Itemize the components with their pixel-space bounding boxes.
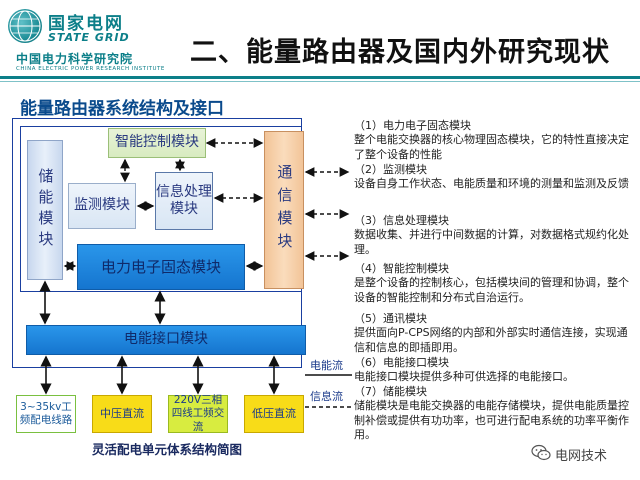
org-name-en: STATE GRID — [48, 31, 130, 44]
description-body: 储能模块是电能交换器的电能存储模块，提供电能质量控制补偿或提供有功功率，也可进行… — [354, 399, 629, 441]
institute-name-en: CHINA ELECTRIC POWER RESEARCH INSTITUTE — [16, 66, 165, 72]
lv-dc-output: 低压直流 — [244, 395, 304, 433]
description-heading: （5）通讯模块 — [354, 312, 427, 325]
description-heading: （3）信息处理模块 — [354, 214, 449, 227]
description-heading: （7）储能模块 — [354, 385, 427, 398]
slide-title: 二、能量路由器及国内外研究现状 — [190, 37, 610, 68]
description-heading: （4）智能控制模块 — [354, 262, 449, 275]
description-item: （5）通讯模块 提供面向P-CPS网络的内部和外部实时通信连接，实现通信和信息的… — [354, 312, 636, 355]
description-item: （6）电能接口模块 电能接口模块提供多种可供选择的电能接口。 — [354, 356, 636, 385]
power-interface-module: 电能接口模块 — [26, 325, 306, 355]
description-item: （1）电力电子固态模块 整个电能交换器的核心物理固态模块，它的特性直接决定了整个… — [354, 119, 636, 162]
globe-icon — [9, 10, 41, 42]
description-heading: （1）电力电子固态模块 — [354, 119, 471, 132]
description-body: 是整个设备的控制核心，包括模块间的管理和协调，整个设备的智能控制和分布式自治运行… — [354, 276, 629, 304]
header-divider-thin — [0, 81, 640, 82]
description-body: 电能接口模块提供多种可供选择的电能接口。 — [354, 370, 574, 384]
description-body: 提供面向P-CPS网络的内部和外部实时通信连接，实现通信和信息的即插即用。 — [354, 326, 628, 354]
lv-ac-output: 220V三相四线工频交流 — [168, 394, 228, 433]
description-heading: （2）监测模块 — [354, 163, 427, 176]
communication-module: 通信模块 — [264, 131, 304, 289]
description-item: （3）信息处理模块 数据收集、并进行中间数据的计算，对数据格式规约化处理。 — [354, 214, 636, 257]
storage-module: 储能模块 — [27, 140, 63, 280]
description-body: 设备自身工作状态、电能质量和环境的测量和监测及反馈 — [354, 177, 629, 191]
description-body: 整个电能交换器的核心物理固态模块，它的特性直接决定了整个设备的性能 — [354, 133, 629, 161]
mv-dc-output: 中压直流 — [92, 395, 152, 433]
info-processing-module: 信息处理模块 — [155, 172, 213, 230]
monitor-module: 监测模块 — [68, 183, 136, 229]
description-item: （7）储能模块 储能模块是电能交换器的电能存储模块，提供电能质量控制补偿或提供有… — [354, 385, 636, 442]
power-electronics-module: 电力电子固态模块 — [77, 244, 245, 290]
org-name-cn: 国家电网 — [48, 14, 124, 34]
header-divider — [0, 76, 640, 79]
diagram-caption: 灵活配电单元体系结构简图 — [92, 442, 243, 457]
distribution-line-output: 3~35kv工频配电线路 — [16, 395, 76, 433]
smart-control-module: 智能控制模块 — [108, 128, 206, 158]
description-item: （2）监测模块 设备自身工作状态、电能质量和环境的测量和监测及反馈 — [354, 163, 636, 192]
description-body: 数据收集、并进行中间数据的计算，对数据格式规约化处理。 — [354, 228, 629, 256]
wechat-icon — [531, 444, 551, 461]
institute-name-cn: 中国电力科学研究院 — [16, 52, 134, 66]
section-title: 能量路由器系统结构及接口 — [20, 99, 224, 119]
state-grid-logo — [8, 9, 42, 43]
watermark-text: 电网技术 — [555, 449, 608, 464]
description-heading: （6）电能接口模块 — [354, 356, 449, 369]
description-item: （4）智能控制模块 是整个设备的控制核心，包括模块间的管理和协调，整个设备的智能… — [354, 262, 636, 305]
info-flow-legend: 信息流 — [310, 390, 343, 403]
power-flow-legend: 电能流 — [310, 359, 343, 372]
